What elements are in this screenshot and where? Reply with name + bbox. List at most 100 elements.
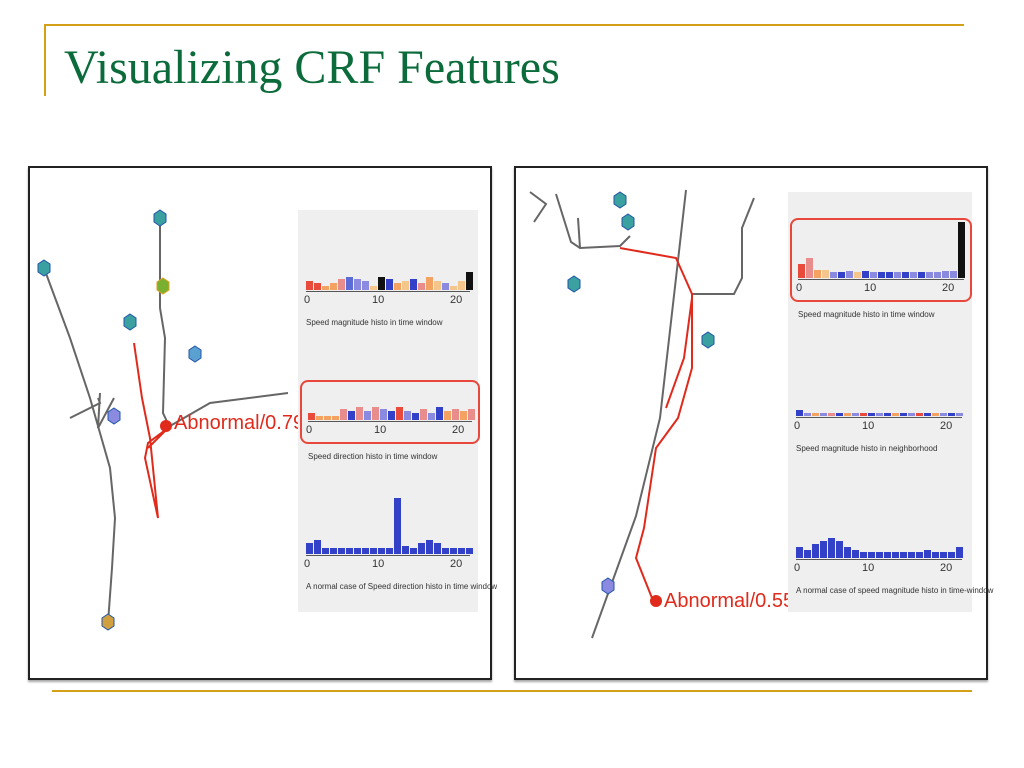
left-abnormal-label: Abnormal/0.79	[174, 412, 305, 434]
left-map	[37, 209, 289, 631]
left-road-paths	[43, 216, 289, 624]
histogram-bar	[942, 271, 949, 278]
histogram-bar	[940, 413, 947, 416]
histogram-bar	[948, 413, 955, 416]
histogram-axis	[308, 421, 472, 422]
histogram-bar	[806, 258, 813, 278]
histogram-bar	[458, 548, 465, 554]
histogram-bar	[814, 270, 821, 278]
histogram-bar	[308, 413, 315, 420]
histogram-bar	[804, 550, 811, 558]
histogram-bar	[394, 498, 401, 554]
histogram-bar	[884, 552, 891, 558]
histogram-bar	[878, 272, 885, 278]
right-markers	[567, 191, 715, 595]
histogram-bar	[386, 548, 393, 554]
histogram-bar	[442, 283, 449, 290]
histogram-bar	[322, 548, 329, 554]
histogram-bar	[868, 552, 875, 558]
histogram-bar	[452, 409, 459, 420]
histogram-bar	[926, 272, 933, 278]
histogram-bar	[932, 552, 939, 558]
histogram-bar	[870, 272, 877, 278]
histogram-bar	[958, 222, 965, 278]
tick-label: 20	[942, 282, 955, 294]
histogram-axis	[796, 559, 962, 560]
histogram-bar	[458, 281, 465, 290]
histogram-bar	[316, 416, 323, 420]
histogram-bar	[434, 281, 441, 290]
camera-marker	[621, 213, 635, 231]
histogram-bar	[852, 413, 859, 416]
histogram-bar	[428, 413, 435, 420]
histogram-bar	[902, 272, 909, 278]
histogram-bar	[418, 283, 425, 290]
histogram-bar	[876, 552, 883, 558]
histogram-bar	[388, 411, 395, 420]
tick-label: 20	[940, 420, 953, 432]
camera-marker	[101, 613, 115, 631]
tick-label: 0	[794, 562, 801, 574]
histogram-bar	[418, 543, 425, 554]
histogram-bar	[828, 538, 835, 558]
histogram-bar	[884, 413, 891, 416]
histogram-bars	[796, 356, 963, 416]
histogram-bar	[442, 548, 449, 554]
histogram-caption: A normal case of Speed direction histo i…	[306, 582, 498, 591]
left-rule	[44, 24, 46, 96]
left-anomaly-point	[160, 420, 172, 432]
histogram-axis	[798, 279, 964, 280]
page-title: Visualizing CRF Features	[64, 41, 560, 94]
top-rule	[44, 24, 964, 26]
camera-marker	[123, 313, 137, 331]
left-markers	[37, 209, 202, 631]
histogram-bar	[894, 272, 901, 278]
histogram-bar	[348, 411, 355, 420]
histogram-bar	[386, 279, 393, 290]
histogram-bar	[812, 413, 819, 416]
histogram-bar	[426, 540, 433, 554]
histogram-bar	[956, 413, 963, 416]
histogram-bar	[908, 552, 915, 558]
histogram-bar	[338, 548, 345, 554]
histogram-bar	[362, 281, 369, 290]
histogram-bar	[836, 413, 843, 416]
tick-label: 20	[450, 558, 463, 570]
histogram-bars	[796, 498, 963, 558]
histogram-bar	[852, 550, 859, 558]
histogram-bar	[934, 272, 941, 278]
histogram-bar	[796, 410, 803, 416]
histogram-axis	[306, 291, 470, 292]
histogram-bar	[372, 407, 379, 420]
histogram-bar	[900, 413, 907, 416]
histogram-bar	[466, 548, 473, 554]
tick-label: 0	[796, 282, 803, 294]
histogram-bar	[402, 546, 409, 554]
histogram-bar	[828, 413, 835, 416]
camera-marker	[107, 407, 121, 425]
histogram-bar	[434, 543, 441, 554]
histogram-bar	[908, 413, 915, 416]
right-abnormal-label: Abnormal/0.55	[664, 590, 795, 612]
histogram-bar	[378, 548, 385, 554]
histogram-bar	[314, 540, 321, 554]
tick-label: 10	[372, 294, 385, 306]
histogram-axis	[796, 417, 962, 418]
histogram-bar	[394, 283, 401, 290]
camera-marker	[153, 209, 167, 227]
histogram-bar	[846, 271, 853, 278]
histogram-bar	[910, 272, 917, 278]
histogram-bar	[844, 413, 851, 416]
right-anomaly-point	[650, 595, 662, 607]
histogram-bar	[450, 286, 457, 290]
histogram-bar	[838, 272, 845, 278]
histogram-bar	[844, 547, 851, 558]
histogram-bar	[804, 413, 811, 416]
histogram-bar	[836, 541, 843, 558]
histogram-bar	[468, 409, 475, 420]
tick-label: 20	[450, 294, 463, 306]
